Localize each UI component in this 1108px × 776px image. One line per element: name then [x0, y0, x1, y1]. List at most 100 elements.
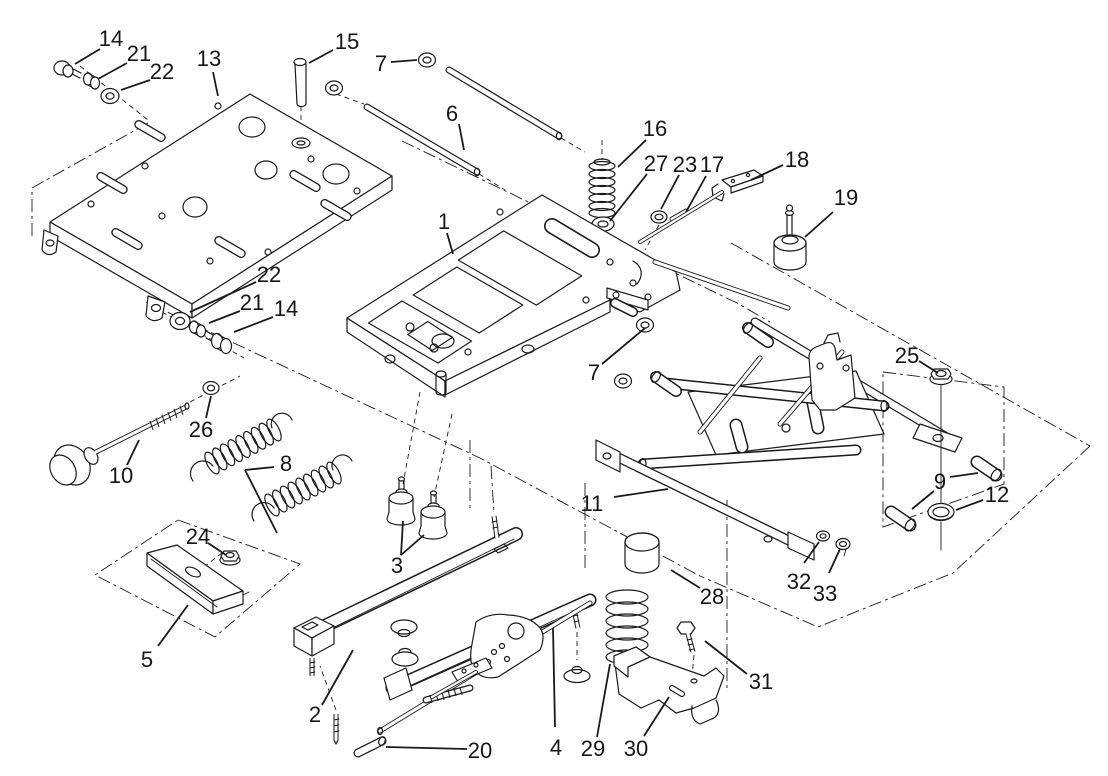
- callout-label-3: 3: [391, 553, 403, 578]
- part-21-spacer-b: [188, 320, 207, 338]
- callout-leader-22: [120, 79, 151, 91]
- callout-leader-9: [911, 490, 935, 510]
- part-9-bushings: [884, 455, 1003, 532]
- part-22-washer: [100, 87, 120, 105]
- callout-label-20: 20: [468, 738, 492, 763]
- part-30-pedal-bracket: [613, 646, 725, 725]
- callout-leader-24: [207, 542, 227, 556]
- callout-label-2: 2: [309, 702, 321, 727]
- callout-label-21: 21: [240, 290, 264, 315]
- callout-leader-20: [385, 746, 468, 750]
- part-16-compression-spring: [588, 158, 616, 219]
- callout-label-25: 25: [895, 343, 919, 368]
- part-5-slide-bracket: [146, 544, 250, 615]
- callout-label-1: 1: [438, 209, 450, 234]
- callout-leader-21: [208, 310, 241, 324]
- callout-leader-22: [189, 281, 257, 313]
- callout-label-14: 14: [99, 26, 123, 51]
- callout-leader-27: [609, 173, 648, 222]
- callout-leader-6: [458, 123, 465, 151]
- callout-leader-16: [617, 139, 647, 168]
- callout-label-23: 23: [673, 152, 697, 177]
- part-1-suspension-plate: [346, 194, 681, 398]
- part-8-extension-springs: [189, 412, 353, 522]
- part-32-washer: [815, 530, 831, 542]
- callout-label-31: 31: [749, 669, 773, 694]
- callout-leader-30: [643, 696, 670, 737]
- callout-label-7: 7: [588, 360, 600, 385]
- part-2-upper-rail: [293, 527, 523, 745]
- callout-label-18: 18: [785, 147, 809, 172]
- callout-leader-4: [552, 627, 556, 728]
- part-24-flange-nut: [219, 550, 241, 566]
- callout-label-27: 27: [644, 151, 668, 176]
- callout-label-26: 26: [189, 417, 213, 442]
- part-10-adjuster-rod: [49, 402, 190, 486]
- part-14-shoulder-bolt-b: [205, 330, 233, 355]
- callout-leader-14: [74, 48, 101, 65]
- callout-leader-19: [804, 211, 834, 238]
- callout-label-28: 28: [700, 584, 724, 609]
- callout-leader-17: [685, 175, 707, 213]
- part-31-bolt: [676, 621, 696, 654]
- callout-label-24: 24: [186, 524, 210, 549]
- callout-label-5: 5: [141, 647, 153, 672]
- callout-leader-21: [97, 62, 128, 80]
- callout-label-22: 22: [257, 262, 281, 287]
- callout-leader-2: [321, 649, 354, 706]
- callout-leader-26: [205, 395, 212, 419]
- part-21-spacer: [82, 72, 101, 90]
- callout-label-21: 21: [127, 41, 151, 66]
- callout-leader-32: [803, 541, 820, 564]
- part-18-latch-plate: [638, 169, 764, 244]
- part-12-grommet: [927, 502, 955, 522]
- part-23-washer: [650, 210, 668, 224]
- part-14-shoulder-bolt: [53, 60, 82, 79]
- part-25-flange-nut: [929, 368, 953, 551]
- callout-label-32: 32: [787, 569, 811, 594]
- part-29-spring: [605, 589, 649, 665]
- callout-leader-1: [446, 232, 454, 255]
- callout-leader-25: [918, 360, 939, 374]
- callout-label-17: 17: [700, 152, 724, 177]
- callout-label-16: 16: [643, 116, 667, 141]
- part-3-rubber-mounts: [386, 476, 448, 540]
- part-28-cap: [624, 532, 660, 574]
- callout-label-14: 14: [274, 296, 298, 321]
- callout-leader-10: [126, 439, 140, 466]
- callout-label-15: 15: [335, 29, 359, 54]
- callout-label-8: 8: [280, 451, 292, 476]
- callout-label-9: 9: [934, 469, 946, 494]
- callout-leader-31: [704, 640, 748, 675]
- latch-lever-assembly: [376, 600, 593, 736]
- part-33-keps-nut: [835, 537, 851, 557]
- part-17-pin: [669, 208, 689, 222]
- plate-13-slots: [96, 120, 352, 258]
- callout-label-12: 12: [985, 482, 1009, 507]
- part-1-latch-bracket: [606, 259, 791, 317]
- callout-leader-23: [660, 174, 680, 210]
- callout-leader-15: [308, 49, 334, 64]
- part-7-flanged-bushings: [324, 52, 655, 389]
- callout-leader-5: [157, 604, 189, 647]
- callout-label-11: 11: [581, 491, 604, 516]
- callout-leader-8: [244, 466, 275, 471]
- callout-label-19: 19: [834, 185, 858, 210]
- callout-label-10: 10: [109, 463, 133, 488]
- callout-leader-29: [596, 663, 611, 738]
- callout-leader-9: [949, 472, 979, 478]
- callout-leader-3: [400, 534, 425, 556]
- callout-leader-13: [212, 71, 219, 97]
- callout-label-33: 33: [813, 581, 837, 606]
- callout-leader-7: [601, 327, 646, 365]
- callout-leader-11: [613, 488, 669, 498]
- part-20-pin: [353, 736, 387, 758]
- plate-13-small-holes: [87, 102, 361, 265]
- callout-leader-28: [670, 569, 701, 589]
- callout-leader-3: [400, 520, 404, 556]
- callout-label-30: 30: [624, 736, 648, 761]
- part-19-bumper: [773, 204, 807, 271]
